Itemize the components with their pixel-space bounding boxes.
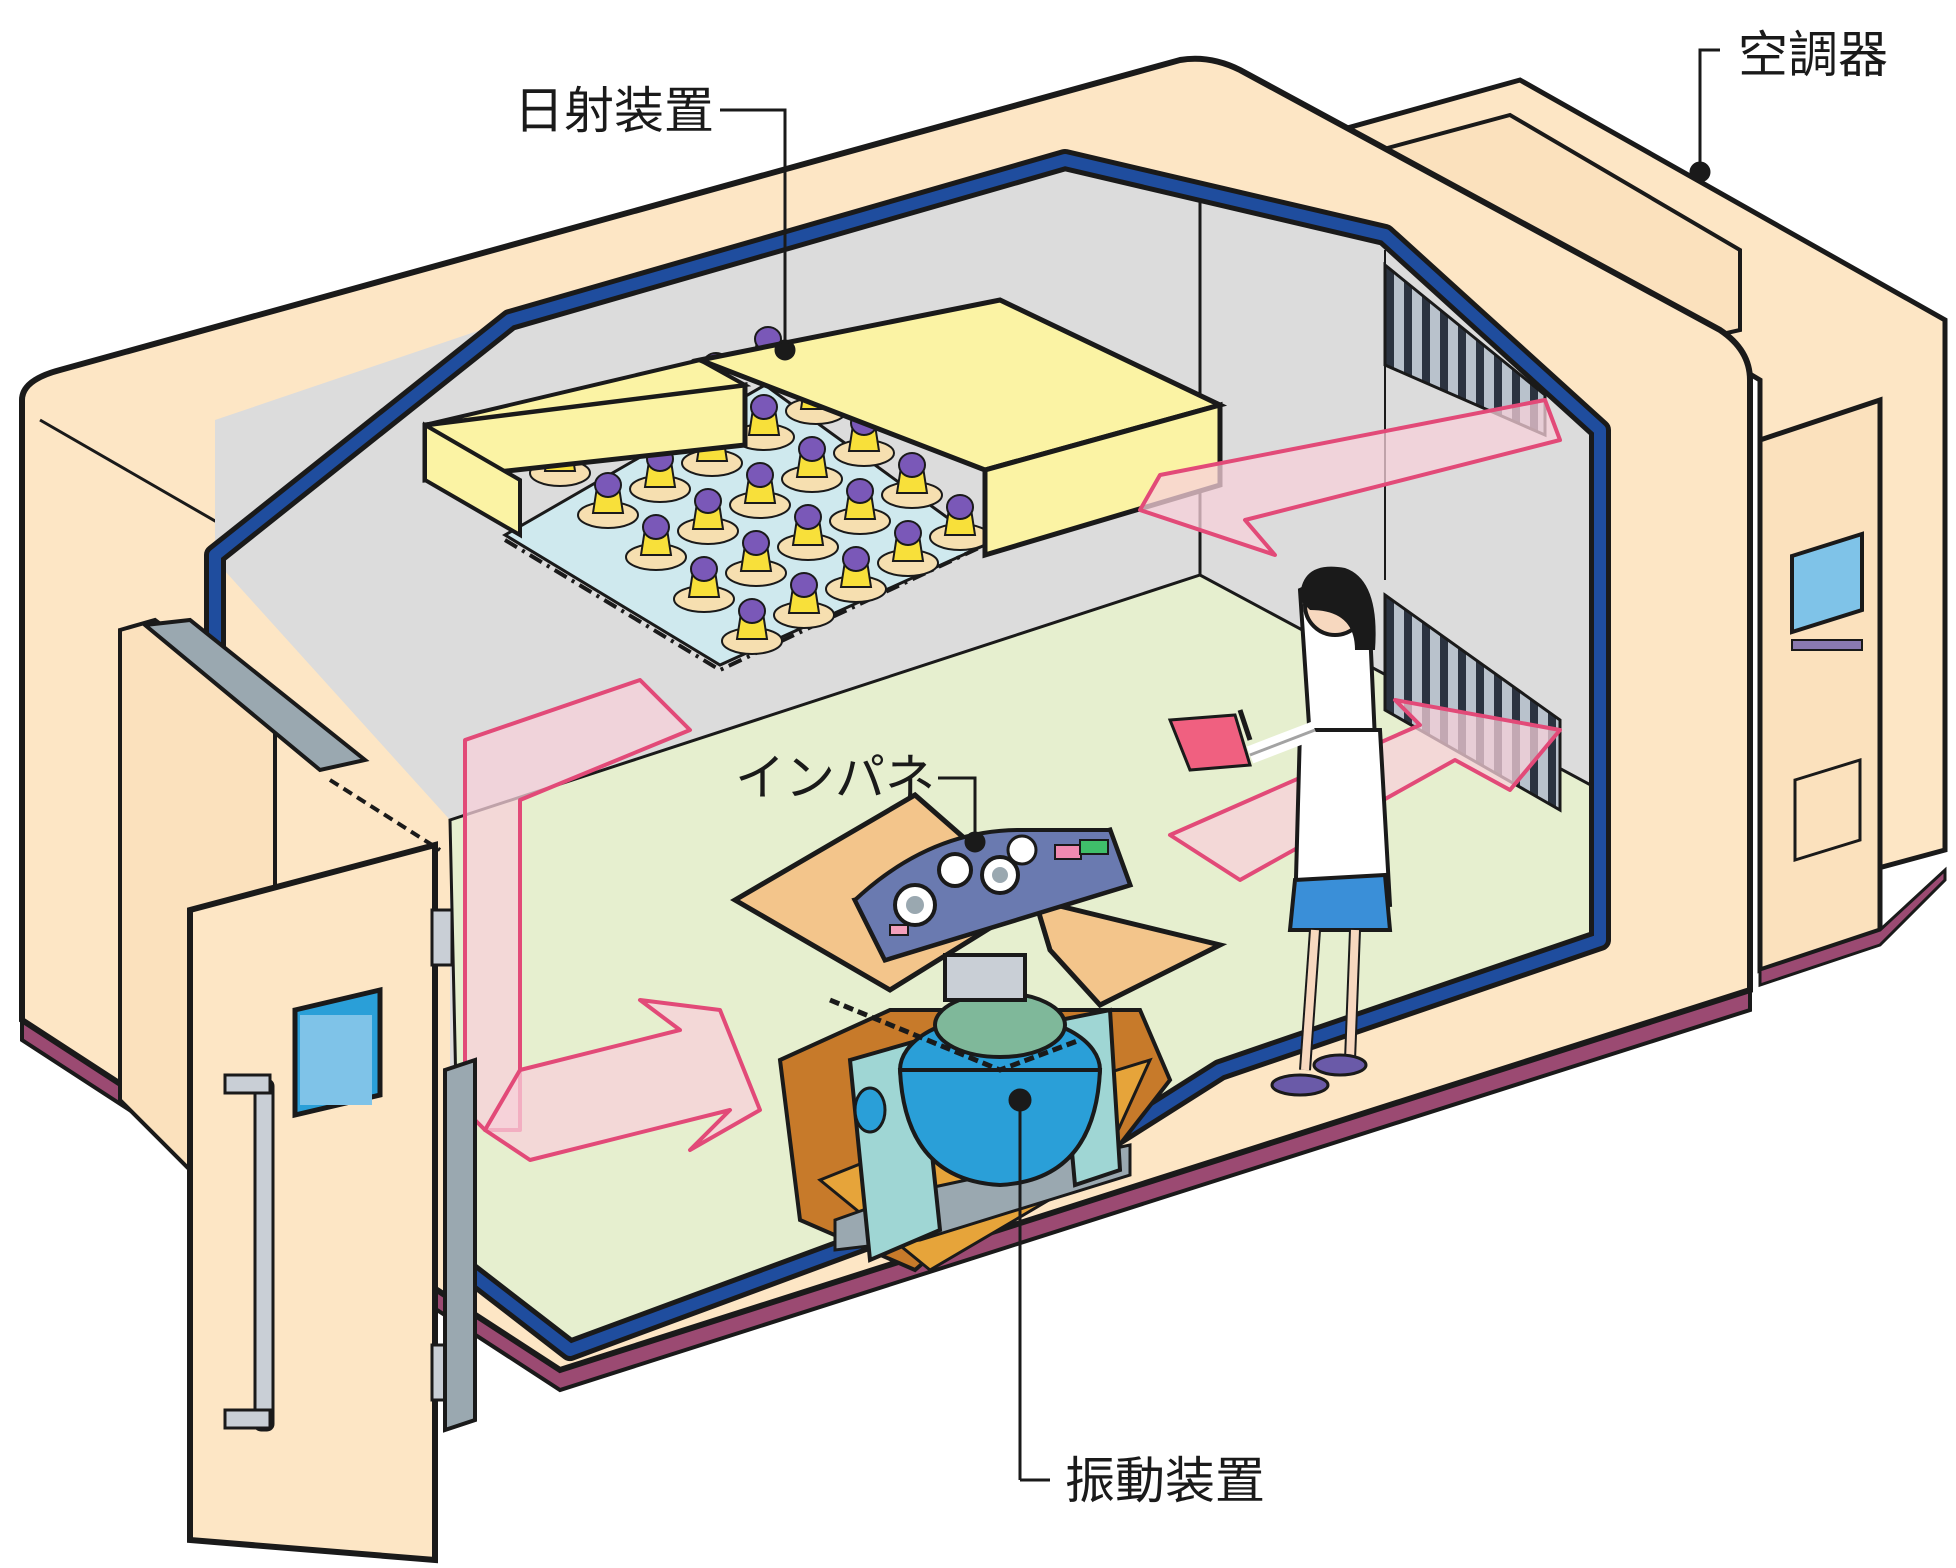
lamp-bulb-icon	[881, 452, 943, 509]
solar-simulator-box	[422, 297, 1228, 559]
lamp-bulb-icon	[577, 472, 639, 529]
label-vibration-device: 振動装置	[1065, 1452, 1265, 1510]
lamp-bulb-icon	[729, 462, 791, 519]
lamp-bulb-icon	[777, 504, 839, 561]
lamp-bulb-icon	[725, 530, 787, 587]
lamp-bulb-icon	[877, 520, 939, 577]
lamp-bulb-icon	[733, 394, 795, 451]
instrument-panel-assembly	[730, 791, 1228, 1009]
label-instrument-panel: インパネ	[735, 749, 935, 807]
lamp-bulb-icon	[929, 494, 991, 551]
label-air-conditioner: 空調器	[1738, 26, 1888, 84]
lamp-bulb-icon	[825, 546, 887, 603]
lamp-bulb-icon	[773, 572, 835, 629]
leader-lines	[720, 48, 1720, 1482]
chamber-door	[118, 617, 477, 1564]
lamp-bulb-icon	[625, 514, 687, 571]
lamp-bulb-icon	[721, 598, 783, 655]
lamp-bulb-icon	[673, 556, 735, 613]
callout-labels: 日射装置 空調器 インパネ 振動装置	[514, 26, 1888, 1510]
control-screen-icon	[1790, 531, 1864, 651]
lamp-bulb-icon	[629, 446, 691, 503]
label-solar-simulator: 日射装置	[514, 82, 714, 140]
lamp-bulb-icon	[677, 488, 739, 545]
vibration-shaker	[829, 991, 1132, 1263]
door-handle[interactable]	[223, 1073, 275, 1432]
lamp-bulb-icon	[781, 436, 843, 493]
technician-icon	[1167, 566, 1393, 1097]
lamp-bulb-icon	[829, 478, 891, 535]
